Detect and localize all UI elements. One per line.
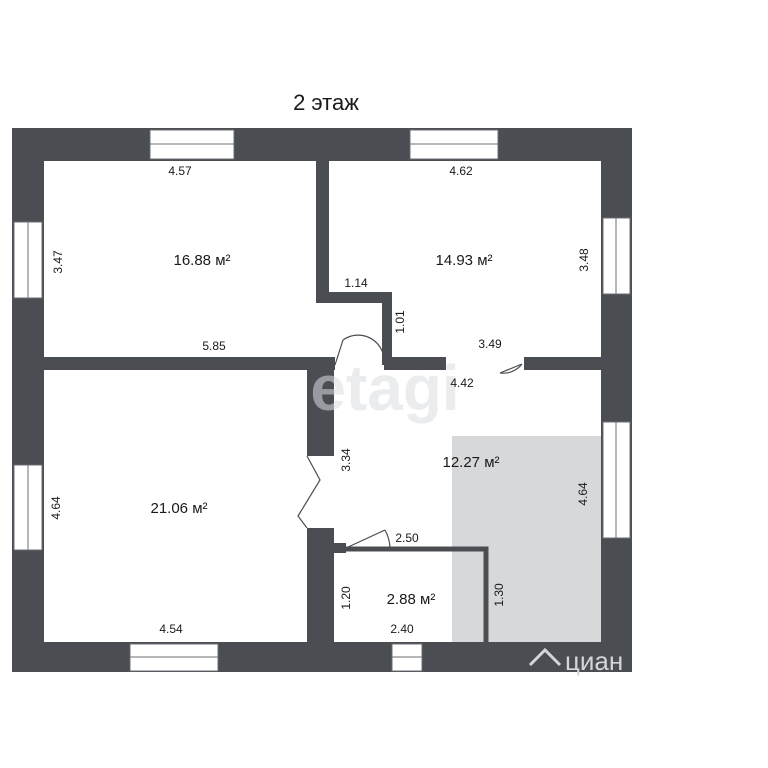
door-bathroom [345,529,391,550]
area-top-left: 16.88 м² [173,252,230,269]
doors [297,334,523,550]
windows [13,129,631,672]
area-bathroom: 2.88 м² [387,591,436,608]
dim-top-right-top: 4.62 [449,164,473,178]
dim-top-left-left: 3.47 [51,250,65,274]
outer-walls [12,128,632,672]
cian-logo-icon [528,647,562,667]
dim-bathroom-top: 2.50 [395,531,419,545]
dim-hall-left: 3.34 [339,448,353,472]
dim-bottom-left-left: 4.64 [49,496,63,520]
interior-walls [44,161,602,642]
dim-top-right-notch-w: 1.14 [344,276,368,290]
dim-top-right-bottom: 3.49 [478,337,502,351]
area-bottom-left: 21.06 м² [150,500,207,517]
dim-bottom-left-bottom: 4.54 [159,622,183,636]
floor-title: 2 этаж [293,90,359,115]
dim-bathroom-left: 1.20 [339,586,353,610]
door-bottom-left-room [297,455,321,529]
door-top-left-room [334,334,385,366]
staircase-area [452,436,602,644]
dim-top-right-notch-h: 1.01 [393,310,407,334]
cian-watermark: циан [565,646,623,676]
dim-hall-right: 4.64 [576,482,590,506]
etagi-watermark: etagi [310,352,459,424]
dim-bathroom-right: 1.30 [492,583,506,607]
stair-railing [336,546,489,644]
dim-top-left-bottom: 5.85 [202,339,226,353]
dim-top-right-right: 3.48 [577,248,591,272]
area-top-right: 14.93 м² [435,252,492,269]
cian-watermark-group: циан [528,646,623,676]
dim-top-left-top: 4.57 [168,164,192,178]
dim-hall-top: 4.42 [450,376,474,390]
door-top-right-room [499,363,523,374]
area-hall: 12.27 м² [442,454,499,471]
dim-bathroom-bottom: 2.40 [390,622,414,636]
